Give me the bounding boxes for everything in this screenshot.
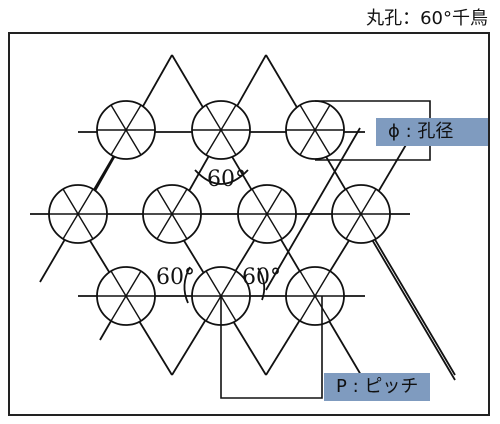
diagram-title: 丸孔：60°千鳥 xyxy=(366,8,488,29)
hole-crosshair xyxy=(286,270,344,322)
pitch-dimension xyxy=(220,296,323,399)
lattice-line xyxy=(360,220,456,381)
hole-crosshair xyxy=(143,188,201,240)
hole-crosshair xyxy=(97,104,155,156)
diagram-frame xyxy=(8,32,490,416)
hole-crosshair xyxy=(286,104,344,156)
pitch-label: P : ピッチ xyxy=(324,373,430,401)
angle-arc-bottom-right xyxy=(257,267,266,301)
angle-label-bottom-left: 60° xyxy=(156,265,195,290)
angle-arc-top xyxy=(194,169,249,185)
hole-crosshair xyxy=(49,188,107,240)
angle-label-bottom-right: 60° xyxy=(242,265,281,290)
hole-crosshair xyxy=(238,188,296,240)
hole-crosshair xyxy=(97,270,155,322)
hole-crosshair xyxy=(332,188,390,240)
angle-arc-bottom-left xyxy=(183,266,191,304)
diameter-label: ϕ : 孔径 xyxy=(376,118,488,146)
lattice-line xyxy=(265,127,361,291)
hole-crosshair xyxy=(192,104,250,156)
angle-label-top: 60° xyxy=(207,167,246,192)
